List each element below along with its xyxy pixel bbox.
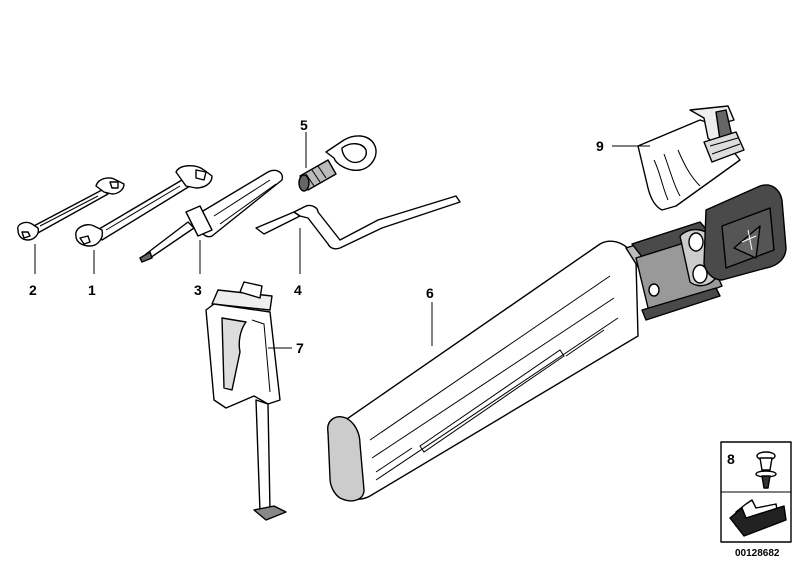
callout-1: 1 — [88, 282, 96, 298]
callout-6: 6 — [426, 285, 434, 301]
callout-3: 3 — [194, 282, 202, 298]
part-9-clip[interactable] — [637, 105, 745, 211]
callout-8: 8 — [727, 451, 735, 467]
part-4-hex-key[interactable] — [255, 195, 461, 250]
callout-2: 2 — [29, 282, 37, 298]
callout-9: 9 — [596, 138, 604, 154]
part-3-screwdriver[interactable] — [139, 169, 283, 263]
callout-5: 5 — [300, 117, 308, 133]
part-8-inset[interactable]: 8 — [720, 441, 792, 543]
callout-4: 4 — [294, 282, 302, 298]
part-1-large-wrench[interactable] — [75, 165, 213, 247]
callout-7: 7 — [296, 340, 304, 356]
part-7-bracket[interactable] — [205, 281, 287, 521]
part-2-small-wrench[interactable] — [17, 177, 125, 241]
catalog-number: 00128682 — [735, 548, 780, 559]
part-5-towing-eye[interactable] — [298, 135, 377, 192]
part-6-warning-triangle-case[interactable] — [327, 184, 787, 502]
